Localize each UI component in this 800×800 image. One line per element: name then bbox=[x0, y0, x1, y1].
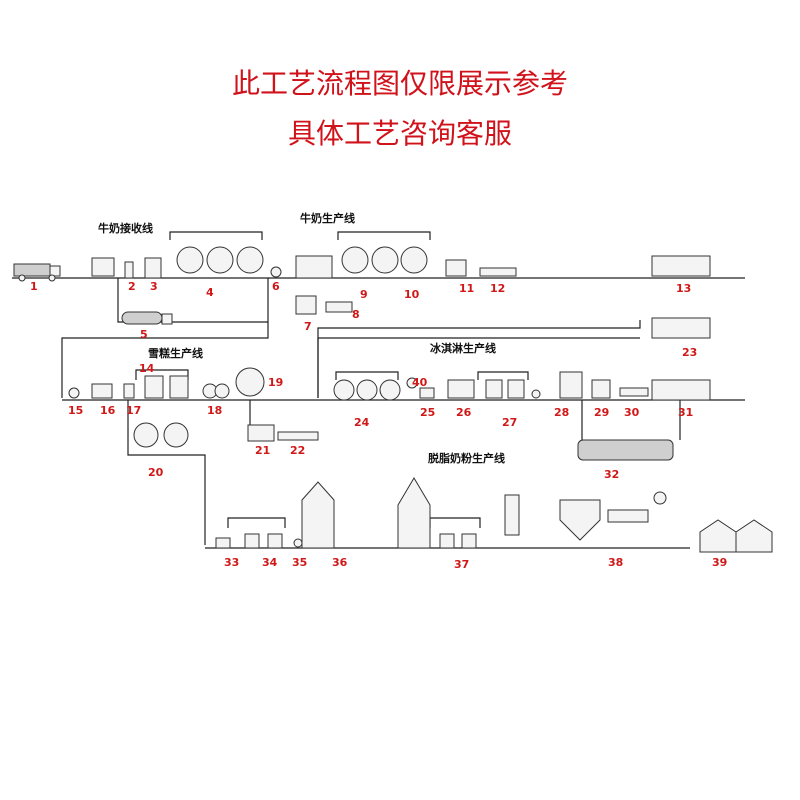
label-25: 25 bbox=[420, 406, 435, 419]
homogenizer-icon bbox=[295, 255, 333, 279]
heater-icon bbox=[504, 494, 520, 536]
filler-icon bbox=[445, 259, 467, 277]
label-29: 29 bbox=[594, 406, 609, 419]
label-23: 23 bbox=[682, 346, 697, 359]
equipment-number-labels: 1 2 3 4 5 6 7 8 9 10 11 12 13 14 15 16 1… bbox=[30, 280, 727, 571]
storage-tanks-icon bbox=[176, 246, 264, 274]
label-33: 33 bbox=[224, 556, 239, 569]
label-10: 10 bbox=[404, 288, 420, 301]
label-34: 34 bbox=[262, 556, 278, 569]
tanks-20-icon bbox=[133, 422, 189, 448]
label-8: 8 bbox=[352, 308, 360, 321]
label-9: 9 bbox=[360, 288, 368, 301]
conveyor-icon bbox=[619, 387, 649, 397]
aging-tanks-icon bbox=[485, 379, 525, 399]
label-5: 5 bbox=[140, 328, 148, 341]
cooler-icon bbox=[144, 257, 162, 279]
evaporator-icon bbox=[397, 477, 431, 549]
label-38: 38 bbox=[608, 556, 623, 569]
label-7: 7 bbox=[304, 320, 312, 333]
label-2: 2 bbox=[128, 280, 136, 293]
label-12: 12 bbox=[490, 282, 505, 295]
label-13: 13 bbox=[676, 282, 691, 295]
label-1: 1 bbox=[30, 280, 38, 293]
section-label-popsicle-production: 雪糕生产线 bbox=[148, 346, 203, 360]
unit-16-icon bbox=[91, 383, 113, 399]
powder-tanks-icon bbox=[244, 533, 283, 549]
label-22: 22 bbox=[290, 444, 305, 457]
hardening-tunnel-icon bbox=[577, 439, 674, 461]
title-line-1: 此工艺流程图仅限展示参考 bbox=[231, 67, 568, 100]
label-14: 14 bbox=[139, 362, 155, 375]
tanker-truck-icon bbox=[121, 311, 173, 325]
label-3: 3 bbox=[150, 280, 158, 293]
label-36: 36 bbox=[332, 556, 348, 569]
heat-exchanger-icon bbox=[202, 383, 230, 399]
label-17: 17 bbox=[126, 404, 141, 417]
label-19: 19 bbox=[268, 376, 283, 389]
label-28: 28 bbox=[554, 406, 569, 419]
label-6: 6 bbox=[272, 280, 280, 293]
warehouse-icon bbox=[651, 317, 711, 339]
unit-8-icon bbox=[325, 301, 353, 313]
label-32: 32 bbox=[604, 468, 619, 481]
warehouse-icon bbox=[651, 255, 711, 277]
ice-cream-tanks-icon bbox=[333, 379, 401, 401]
equipment bbox=[13, 246, 773, 553]
pump-icon bbox=[293, 538, 303, 548]
label-20: 20 bbox=[148, 466, 164, 479]
pump-icon bbox=[531, 389, 541, 399]
pump-icon bbox=[406, 377, 418, 389]
receiving-unit-icon bbox=[91, 257, 115, 277]
label-15: 15 bbox=[68, 404, 83, 417]
label-11: 11 bbox=[459, 282, 474, 295]
label-31: 31 bbox=[678, 406, 693, 419]
label-4: 4 bbox=[206, 286, 214, 299]
tanker-truck-icon bbox=[13, 263, 61, 282]
unit-7-icon bbox=[295, 295, 317, 315]
label-16: 16 bbox=[100, 404, 116, 417]
pump-icon bbox=[68, 387, 80, 399]
control-panel-icon bbox=[559, 371, 583, 399]
unit-33-icon bbox=[215, 537, 231, 549]
spray-dryer-icon bbox=[559, 499, 601, 541]
filler-icon bbox=[591, 379, 611, 399]
unit-17-icon bbox=[123, 383, 135, 399]
label-35: 35 bbox=[292, 556, 307, 569]
section-label-skim-milk-powder-production: 脱脂奶粉生产线 bbox=[428, 451, 505, 465]
concentrate-tanks-icon bbox=[439, 533, 477, 549]
evaporator-icon bbox=[301, 481, 335, 549]
plate-heat-exchanger-icon bbox=[447, 379, 475, 399]
mixing-tanks-icon bbox=[144, 375, 189, 399]
section-label-milk-receiving: 牛奶接收线 bbox=[98, 221, 153, 235]
label-30: 30 bbox=[624, 406, 640, 419]
aging-tank-icon bbox=[235, 367, 265, 397]
section-label-milk-production: 牛奶生产线 bbox=[300, 211, 355, 225]
label-18: 18 bbox=[207, 404, 222, 417]
label-27: 27 bbox=[502, 416, 517, 429]
storage-building-icon bbox=[699, 519, 773, 553]
unit-25-icon bbox=[419, 387, 435, 399]
label-39: 39 bbox=[712, 556, 727, 569]
label-21: 21 bbox=[255, 444, 270, 457]
freezer-icon bbox=[247, 424, 275, 442]
label-37: 37 bbox=[454, 558, 469, 571]
warehouse-icon bbox=[651, 379, 711, 401]
conveyor-icon bbox=[277, 431, 319, 441]
cyclone-separators-icon bbox=[607, 509, 649, 523]
conveyor-icon bbox=[479, 267, 517, 277]
label-40: 40 bbox=[412, 376, 428, 389]
pump-icon bbox=[270, 266, 282, 278]
label-26: 26 bbox=[456, 406, 472, 419]
section-label-ice-cream-production: 冰淇淋生产线 bbox=[430, 341, 496, 355]
production-tanks-icon bbox=[341, 246, 428, 274]
title-line-2: 具体工艺咨询客服 bbox=[287, 117, 512, 150]
label-24: 24 bbox=[354, 416, 370, 429]
filter-icon bbox=[124, 261, 134, 279]
fan-icon bbox=[653, 491, 667, 505]
